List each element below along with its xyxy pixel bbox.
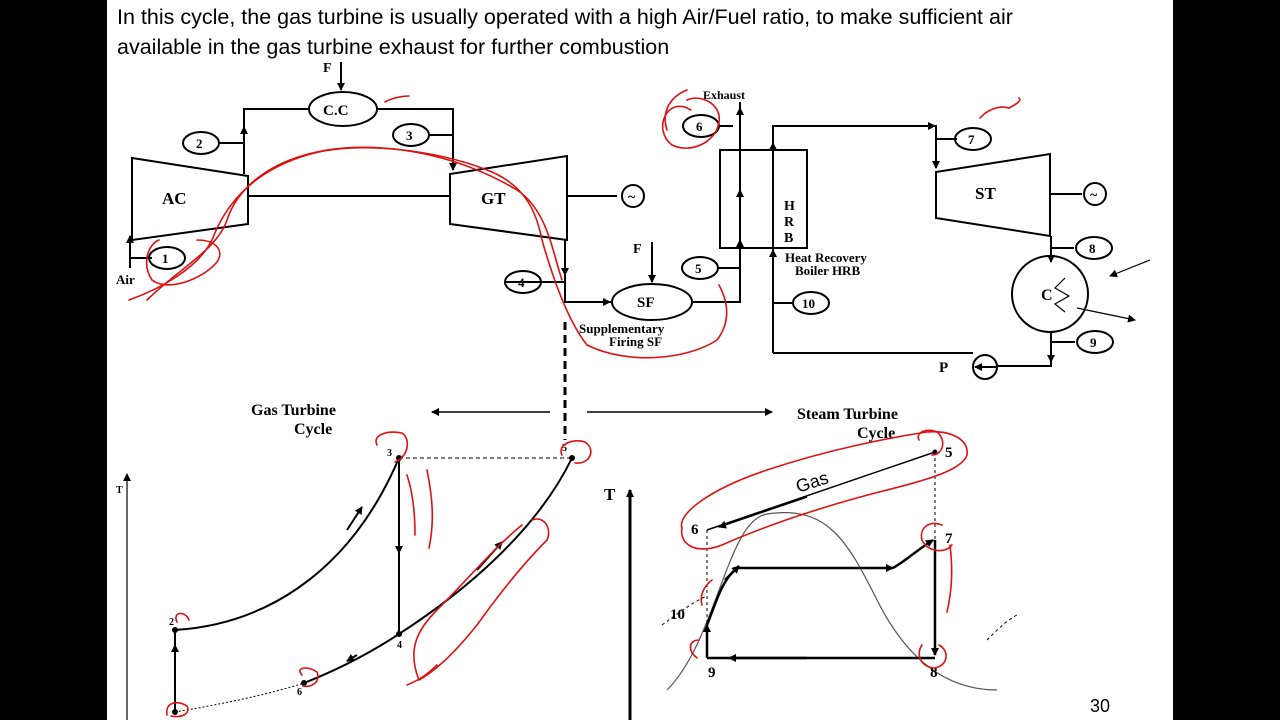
condenser-label: C [1041, 287, 1053, 304]
heading-line-1: In this cycle, the gas turbine is usuall… [117, 5, 1013, 29]
steam-ts-labels: T Gas 5 6 7 8 9 10 [604, 445, 953, 681]
state-label-6: 6 [696, 119, 703, 134]
steam-point-10: 10 [670, 607, 685, 623]
gas-cycle-title-2: Cycle [294, 421, 332, 438]
cycle-titles: Gas Turbine Cycle Steam Turbine Cycle [251, 402, 898, 442]
gas-point-6: 6 [297, 687, 302, 698]
steam-t-axis-label: T [604, 485, 616, 504]
state-label-5: 5 [695, 261, 702, 276]
heading-line-2: available in the gas turbine exhaust for… [117, 35, 670, 59]
state-label-4: 4 [518, 275, 525, 290]
gas-stream-label: Gas [793, 467, 831, 496]
steam-ts-diagram [626, 449, 1018, 720]
ac-label: AC [162, 189, 187, 208]
steam-cycle-title-2: Cycle [857, 425, 895, 442]
state-label-8: 8 [1089, 241, 1096, 256]
fuel-cc-label: F [323, 61, 332, 76]
gas-point-2: 2 [169, 617, 174, 628]
page-number: 30 [1089, 696, 1110, 716]
gas-ts-labels: T 2 3 4 5 6 [116, 443, 567, 698]
state-label-7: 7 [968, 132, 975, 147]
sf-caption-2: Firing SF [609, 334, 662, 349]
gas-t-axis-label: T [116, 485, 123, 496]
state-label-10: 10 [802, 296, 815, 311]
gt-generator-symbol: ~ [628, 190, 636, 205]
plant-schematic [126, 62, 1151, 440]
state-label-9: 9 [1090, 335, 1097, 350]
gas-turbine [449, 154, 568, 242]
air-compressor [131, 156, 249, 242]
steam-point-9: 9 [708, 665, 716, 681]
st-generator-icon [1083, 182, 1107, 206]
st-label: ST [975, 184, 996, 203]
steam-cycle-title-1: Steam Turbine [797, 406, 898, 423]
red-pen-annotations [128, 89, 1021, 718]
steam-point-8: 8 [930, 665, 938, 681]
hrb-letter-b: B [784, 231, 793, 246]
hrb-label-1: Heat Recovery [785, 250, 867, 265]
st-generator-symbol: ~ [1090, 188, 1098, 203]
slide: In this cycle, the gas turbine is usuall… [107, 0, 1173, 720]
hrb-letter-r: R [784, 215, 795, 230]
gas-ts-diagram [123, 455, 575, 720]
steam-point-6: 6 [691, 522, 699, 538]
gas-point-3: 3 [387, 448, 392, 459]
state-label-2: 2 [196, 136, 203, 151]
steam-point-7: 7 [945, 531, 953, 547]
hrb-letter-h: H [784, 199, 795, 214]
gas-point-5: 5 [562, 443, 567, 454]
state-label-3: 3 [406, 128, 413, 143]
exhaust-label: Exhaust [703, 88, 745, 102]
combined-cycle-diagram: F C.C AC GT ST SF F C P Air Exhaust H R … [116, 61, 1151, 720]
gt-label: GT [481, 189, 506, 208]
slide-heading: In this cycle, the gas turbine is usuall… [117, 2, 1167, 62]
cc-label: C.C [323, 103, 348, 119]
sf-caption-1: Supplementary [579, 321, 665, 336]
gas-cycle-title-1: Gas Turbine [251, 402, 336, 419]
air-label: Air [116, 272, 135, 287]
schematic-labels: F C.C AC GT ST SF F C P Air Exhaust H R … [116, 61, 1098, 376]
gt-generator-icon [621, 184, 645, 208]
gas-point-4: 4 [397, 640, 402, 651]
fuel-sf-label: F [633, 242, 642, 257]
state-label-1: 1 [162, 251, 169, 266]
heat-recovery-boiler [719, 149, 808, 249]
pump-label: P [939, 360, 948, 376]
hrb-label-2: Boiler HRB [795, 263, 860, 278]
sf-label: SF [637, 295, 655, 311]
steam-point-5: 5 [945, 445, 953, 461]
